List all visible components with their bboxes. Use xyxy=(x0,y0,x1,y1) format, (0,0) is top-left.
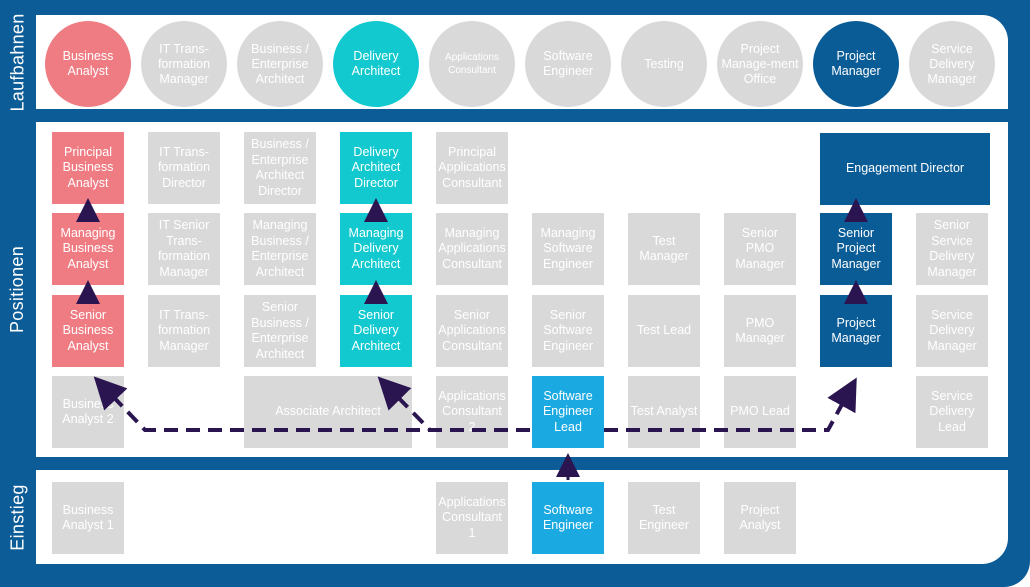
position-senior-delivery-architect: Senior Delivery Architect xyxy=(340,295,412,367)
career-path-business-enterprise-architect: Business / Enterprise Architect xyxy=(237,21,323,107)
position-pmo-manager: PMO Manager xyxy=(724,295,796,367)
career-path-project-manager: Project Manager xyxy=(813,21,899,107)
position-applications-consultant-2: Applications Consultant 2 xyxy=(436,376,508,448)
entry-test-engineer: Test Engineer xyxy=(628,482,700,554)
position-managing-business-enterprise-architect: Managing Business / Enterprise Architect xyxy=(244,213,316,285)
position-it-trans-formation-manager: IT Trans-formation Manager xyxy=(148,295,220,367)
position-senior-applications-consultant: Senior Applications Consultant xyxy=(436,295,508,367)
dashed-path-to-project-manager xyxy=(604,377,857,432)
einstieg-panel xyxy=(36,470,1008,564)
career-path-applications-consultant: Applications Consultant xyxy=(429,21,515,107)
entry-applications-consultant-1: Applications Consultant 1 xyxy=(436,482,508,554)
entry-software-engineer: Software Engineer xyxy=(532,482,604,554)
position-managing-software-engineer: Managing Software Engineer xyxy=(532,213,604,285)
position-senior-project-manager: Senior Project Manager xyxy=(820,213,892,285)
position-it-trans-formation-director: IT Trans-formation Director xyxy=(148,132,220,204)
position-it-senior-trans-formation-manager: IT Senior Trans-formation Manager xyxy=(148,213,220,285)
career-path-business-analyst: Business Analyst xyxy=(45,21,131,107)
solid-arrows xyxy=(76,198,868,480)
position-test-manager: Test Manager xyxy=(628,213,700,285)
position-senior-pmo-manager: Senior PMO Manager xyxy=(724,213,796,285)
position-senior-business-enterprise-architect: Senior Business / Enterprise Architect xyxy=(244,295,316,367)
career-path-software-engineer: Software Engineer xyxy=(525,21,611,107)
position-delivery-architect-director: Delivery Architect Director xyxy=(340,132,412,204)
position-project-manager: Project Manager xyxy=(820,295,892,367)
career-path-service-delivery-manager: Service Delivery Manager xyxy=(909,21,995,107)
dashed-path-to-business-analyst xyxy=(93,376,530,432)
position-senior-business-analyst: Senior Business Analyst xyxy=(52,295,124,367)
position-service-delivery-lead: Service Delivery Lead xyxy=(916,376,988,448)
position-senior-software-engineer: Senior Software Engineer xyxy=(532,295,604,367)
career-path-it-trans-formation-manager: IT Trans-formation Manager xyxy=(141,21,227,107)
position-pmo-lead: PMO Lead xyxy=(724,376,796,448)
position-senior-service-delivery-manager: Senior Service Delivery Manager xyxy=(916,213,988,285)
position-managing-business-analyst: Managing Business Analyst xyxy=(52,213,124,285)
position-engagement-director: Engagement Director xyxy=(820,133,990,205)
position-software-engineer-lead: Software Engineer Lead xyxy=(532,376,604,448)
dashed-arrows xyxy=(93,376,857,432)
career-path-delivery-architect: Delivery Architect xyxy=(333,21,419,107)
position-managing-applications-consultant: Managing Applications Consultant xyxy=(436,213,508,285)
position-business-enterprise-architect-director: Business / Enterprise Architect Director xyxy=(244,132,316,204)
career-path-testing: Testing xyxy=(621,21,707,107)
entry-business-analyst-1: Business Analyst 1 xyxy=(52,482,124,554)
entry-project-analyst: Project Analyst xyxy=(724,482,796,554)
dashed-path-to-delivery-architect xyxy=(377,376,530,432)
position-principal-business-analyst: Principal Business Analyst xyxy=(52,132,124,204)
position-managing-delivery-architect: Managing Delivery Architect xyxy=(340,213,412,285)
position-service-delivery-manager: Service Delivery Manager xyxy=(916,295,988,367)
career-path-project-manage-ment-office: Project Manage-ment Office xyxy=(717,21,803,107)
position-test-lead: Test Lead xyxy=(628,295,700,367)
position-principal-applications-consultant: Principal Applications Consultant xyxy=(436,132,508,204)
position-test-analyst: Test Analyst xyxy=(628,376,700,448)
